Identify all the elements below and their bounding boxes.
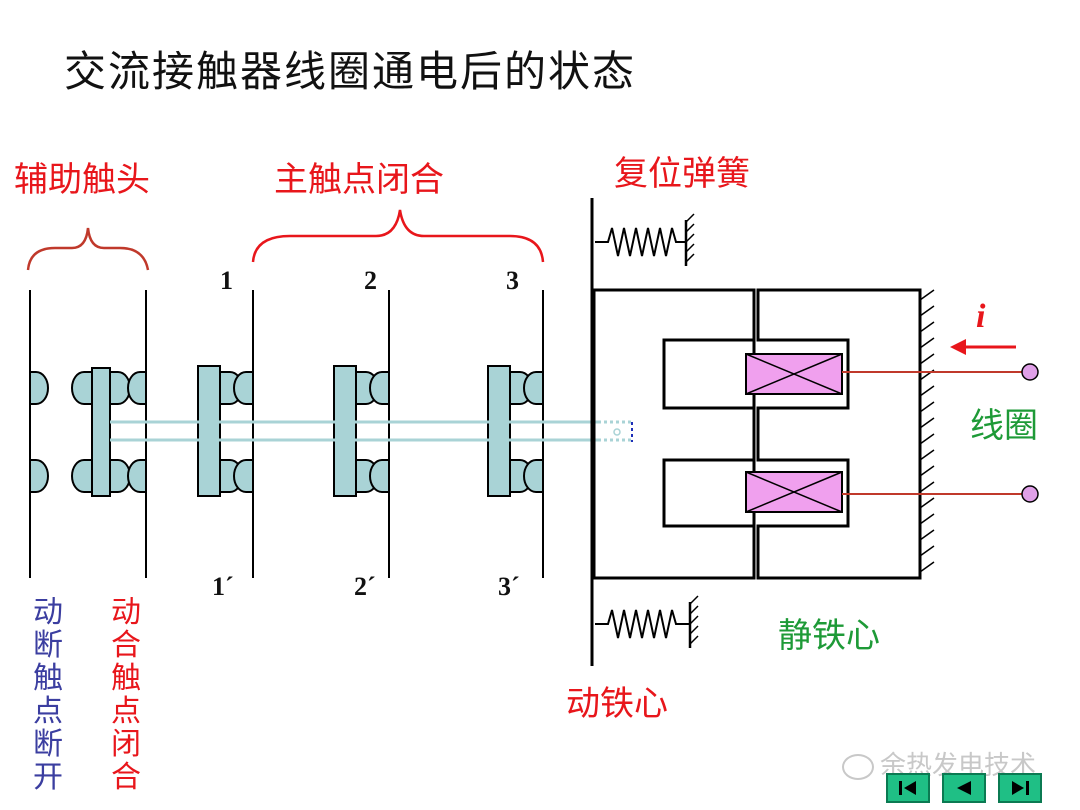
main-contact-1-bridge bbox=[197, 365, 221, 497]
previous-triangle-icon bbox=[957, 781, 971, 795]
terminal-1: 1 bbox=[220, 266, 233, 295]
aux-nc-contact-top bbox=[29, 371, 49, 405]
aux-no-contact-bottom bbox=[127, 459, 147, 493]
wechat-icon bbox=[842, 753, 874, 780]
skip-to-first-icon bbox=[899, 781, 916, 795]
main-brace bbox=[251, 209, 545, 263]
slide-nav bbox=[886, 773, 1042, 803]
coil-top bbox=[745, 353, 843, 395]
current-label: i bbox=[976, 298, 986, 335]
terminal-2: 2 bbox=[364, 266, 377, 295]
aux-moving-bridge bbox=[91, 367, 111, 497]
reset-spring-top bbox=[595, 213, 695, 266]
moving-core-label: 动铁心 bbox=[566, 684, 668, 724]
aux-nc-contact-bottom bbox=[29, 459, 49, 493]
nc-open-label: 动断触点断开 bbox=[33, 595, 63, 795]
static-core bbox=[756, 288, 922, 580]
main-contact-3-bridge bbox=[487, 365, 511, 497]
main-closed-label: 主触点闭合 bbox=[274, 160, 444, 200]
static-core-mount-hatch bbox=[918, 289, 935, 578]
first-slide-button[interactable] bbox=[886, 773, 930, 803]
previous-slide-button[interactable] bbox=[942, 773, 986, 803]
aux-contacts-label: 辅助触头 bbox=[14, 160, 150, 200]
current-arrow-icon bbox=[950, 339, 1016, 355]
coil-label: 线圈 bbox=[970, 406, 1038, 446]
terminal-3-prime: 3´ bbox=[498, 572, 520, 601]
coil-terminal-top bbox=[1021, 363, 1039, 381]
linkage-rods bbox=[110, 420, 633, 442]
reset-spring-label: 复位弹簧 bbox=[614, 154, 750, 194]
moving-core bbox=[592, 288, 756, 580]
skip-to-last-icon bbox=[1012, 781, 1029, 795]
page-title: 交流接触器线圈通电后的状态 bbox=[64, 47, 637, 96]
last-slide-button[interactable] bbox=[998, 773, 1042, 803]
terminal-3: 3 bbox=[506, 266, 519, 295]
aux-brace bbox=[26, 227, 150, 271]
static-core-label: 静铁心 bbox=[778, 616, 880, 656]
coil-terminal-bottom bbox=[1021, 485, 1039, 503]
terminal-1-prime: 1´ bbox=[212, 572, 234, 601]
main-contact-2-bridge bbox=[333, 365, 357, 497]
no-closed-label: 动合触点闭合 bbox=[111, 595, 141, 795]
coil-bottom bbox=[745, 471, 843, 513]
aux-no-contact-top bbox=[127, 371, 147, 405]
terminal-2-prime: 2´ bbox=[354, 572, 376, 601]
reset-spring-bottom bbox=[595, 595, 699, 648]
